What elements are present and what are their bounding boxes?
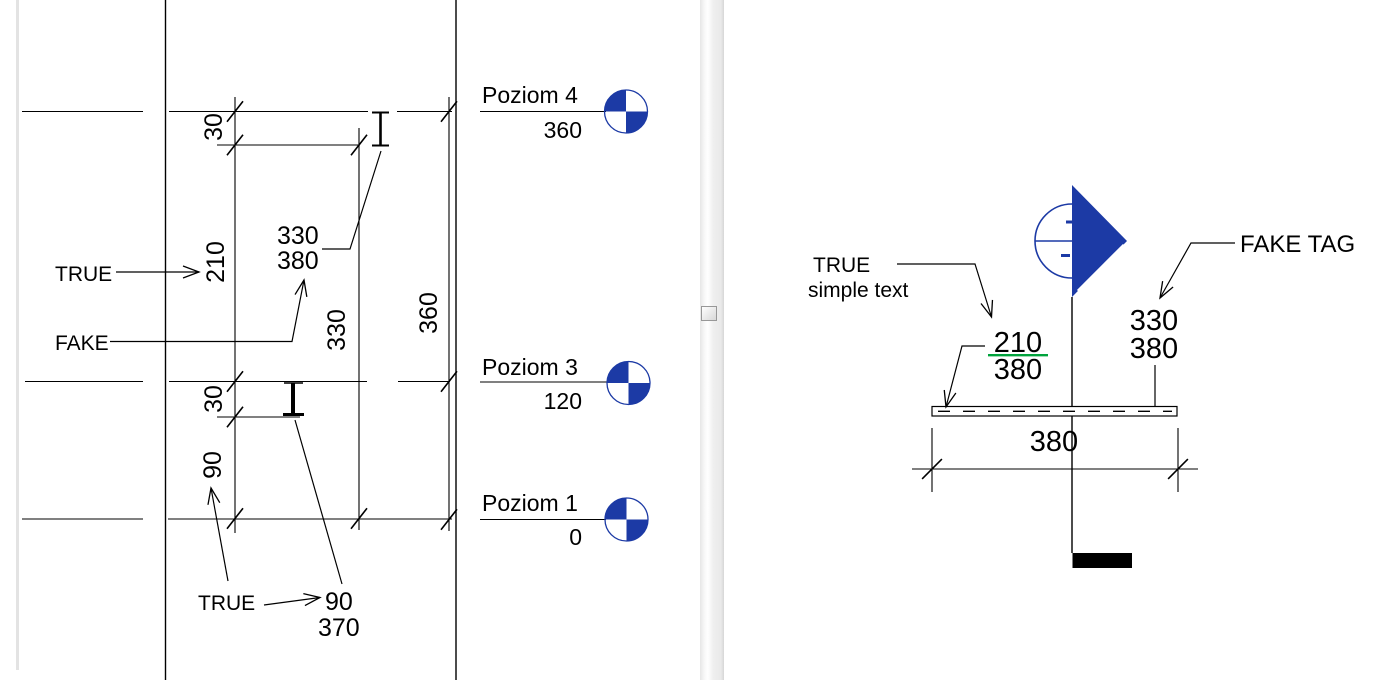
section-head-dash-lower-1 — [1061, 254, 1070, 257]
beam-section-lower[interactable] — [283, 382, 304, 416]
dim-tick — [440, 370, 458, 393]
note-true-simple[interactable]: TRUE simple text — [808, 254, 994, 319]
beam-tag-upper-leader[interactable] — [322, 150, 382, 250]
level-line-poziom1[interactable] — [22, 518, 606, 521]
pane-splitter[interactable] — [700, 0, 724, 680]
note-fake-tag-label[interactable]: FAKE TAG — [1240, 231, 1355, 258]
dim-tick — [921, 458, 943, 480]
beam-tag-upper-line2[interactable]: 380 — [277, 247, 319, 275]
level-marker-poziom4[interactable] — [603, 89, 649, 134]
dim-380-value[interactable]: 380 — [1030, 426, 1078, 458]
level-marker-poziom1[interactable] — [604, 497, 649, 542]
section-view: TRUE simple text 210 380 FAKE TAG 330 38… — [808, 185, 1355, 568]
left-pane-edge — [16, 0, 19, 670]
note-true-lower[interactable]: TRUE — [198, 592, 255, 615]
section-head-stripe — [1076, 243, 1126, 293]
level-elevation-poziom4[interactable]: 360 — [544, 117, 582, 143]
spot-elevation-bottom[interactable]: 380 — [994, 354, 1042, 386]
beam-tag-upper[interactable]: 330 380 — [277, 150, 382, 275]
dim-value-90[interactable]: 90 — [199, 451, 227, 479]
section-beam-tag-line2[interactable]: 380 — [1130, 333, 1178, 365]
dim-value-30-top[interactable]: 30 — [200, 113, 228, 141]
dim-tick — [226, 370, 244, 393]
beam-tag-lower[interactable]: 90 370 — [294, 419, 360, 642]
elevation-view: Poziom 4 360 Poziom 3 120 Poziom 1 0 — [22, 0, 651, 680]
dim-tick — [226, 134, 244, 156]
note-fake-tag-leader[interactable] — [1159, 242, 1235, 300]
dim-value-360[interactable]: 360 — [415, 292, 443, 334]
detail-item-black[interactable] — [1072, 553, 1133, 568]
level-line-poziom3[interactable] — [25, 380, 607, 383]
beam-tag-lower-line2[interactable]: 370 — [318, 614, 360, 642]
dim-tick — [1167, 458, 1189, 480]
section-beam-tag-line1[interactable]: 330 — [1130, 305, 1178, 337]
dim-tick — [350, 507, 368, 530]
level-name-poziom4[interactable]: Poziom 4 — [482, 82, 578, 108]
level-elevation-poziom3[interactable]: 120 — [544, 388, 582, 414]
section-head-dash-lower-2 — [1074, 254, 1083, 257]
level-name-poziom1[interactable]: Poziom 1 — [482, 490, 578, 516]
level-name-poziom3[interactable]: Poziom 3 — [482, 354, 578, 380]
section-head-symbol[interactable] — [1034, 185, 1127, 297]
leader-true-lower-right[interactable] — [263, 593, 322, 607]
dim-380-extension-lines — [931, 428, 1179, 492]
dim-tick — [350, 134, 368, 156]
beam-tag-lower-leader[interactable] — [294, 419, 343, 585]
note-true-upper[interactable]: TRUE — [55, 263, 112, 286]
dim-tick — [440, 100, 458, 123]
spot-elevation-leader[interactable] — [943, 345, 985, 409]
level-elevation-poziom1[interactable]: 0 — [569, 524, 582, 550]
leader-true-lower-up[interactable] — [207, 486, 229, 582]
note-true-simple-title[interactable]: TRUE — [813, 254, 870, 277]
level-marker-poziom3[interactable] — [606, 360, 651, 406]
note-fake[interactable]: FAKE — [55, 332, 109, 355]
pane-splitter-handle[interactable] — [701, 306, 717, 321]
spot-elevation-tag[interactable]: 210 380 — [943, 327, 1048, 409]
dim-value-210[interactable]: 210 — [202, 241, 230, 283]
note-true-simple-subtitle[interactable]: simple text — [808, 279, 909, 302]
beam-tag-upper-line1[interactable]: 330 — [277, 222, 319, 250]
note-true-simple-leader[interactable] — [897, 263, 994, 319]
spot-elevation-top[interactable]: 210 — [994, 327, 1042, 359]
dim-tick — [226, 406, 244, 428]
dim-value-330[interactable]: 330 — [323, 309, 351, 351]
dim-tick — [440, 508, 458, 531]
dim-tick — [226, 507, 244, 530]
beam-section-upper[interactable] — [372, 111, 389, 147]
note-fake-tag[interactable]: FAKE TAG — [1159, 231, 1355, 300]
dim-tick — [226, 100, 244, 123]
dim-380[interactable]: 380 — [912, 426, 1198, 492]
floor-slab[interactable] — [931, 405, 1178, 417]
leader-fake[interactable] — [110, 278, 308, 343]
section-beam-tag[interactable]: 330 380 — [1130, 305, 1178, 406]
dim-value-30-mid[interactable]: 30 — [200, 385, 228, 413]
section-head-dash-upper — [1066, 220, 1077, 224]
beam-tag-lower-line1[interactable]: 90 — [325, 588, 353, 616]
